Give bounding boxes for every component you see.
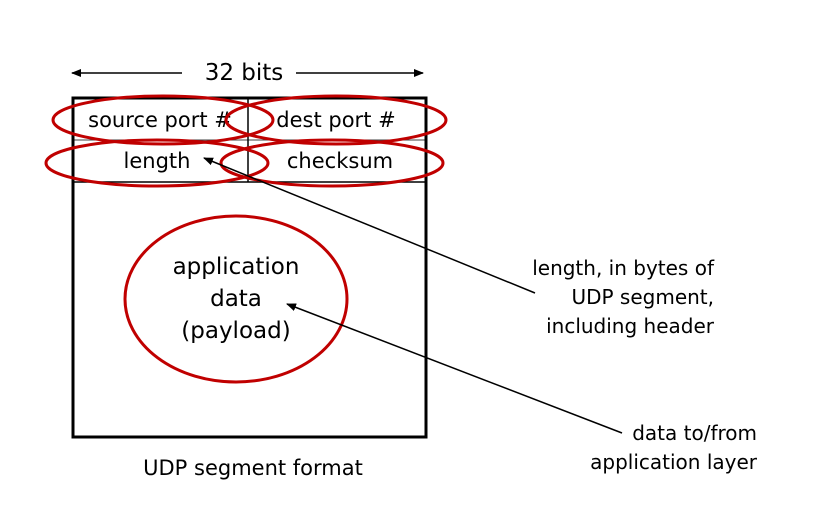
dest-port-highlight bbox=[224, 94, 448, 146]
payload-line-1: application bbox=[173, 254, 300, 280]
checksum-highlight bbox=[219, 138, 445, 188]
length-highlight bbox=[44, 138, 270, 188]
dest-port-label: dest port # bbox=[276, 108, 395, 132]
source-port-highlight bbox=[51, 94, 275, 146]
checksum-label: checksum bbox=[287, 149, 393, 173]
length-note-line-1: length, in bytes of bbox=[532, 256, 715, 280]
diagram-caption: UDP segment format bbox=[143, 456, 363, 480]
segment-box bbox=[71, 96, 428, 439]
payload-highlight bbox=[123, 214, 349, 384]
length-note-line-3: including header bbox=[546, 314, 715, 338]
data-note-line-1: data to/from bbox=[632, 421, 757, 445]
payload-line-3: (payload) bbox=[181, 318, 290, 344]
length-note-line-2: UDP segment, bbox=[571, 285, 714, 309]
payload-pointer-arrow bbox=[286, 303, 623, 434]
length-label: length bbox=[124, 149, 191, 173]
source-port-label: source port # bbox=[88, 108, 232, 132]
payload-line-2: data bbox=[210, 286, 262, 312]
data-note-line-2: application layer bbox=[590, 450, 758, 474]
width-label: 32 bits bbox=[205, 60, 284, 86]
length-pointer-arrow bbox=[203, 157, 536, 294]
